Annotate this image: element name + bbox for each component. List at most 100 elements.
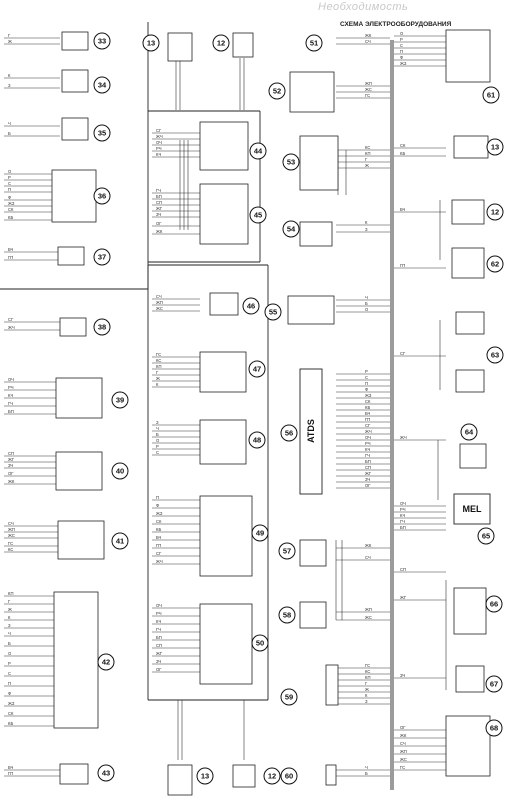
component-number: 42 — [102, 658, 110, 667]
component-box — [451, 199, 485, 225]
wire-code-label: ЖП — [8, 527, 15, 532]
wire-code-label: БП — [156, 194, 162, 199]
component-box — [445, 29, 491, 83]
component-13-bubble: 13 — [196, 767, 214, 785]
wire-code-label: СГ — [8, 317, 14, 322]
component-number: 13 — [491, 143, 499, 152]
wire-code-label: ЖС — [8, 533, 15, 538]
wire-code-label: ОГ — [400, 725, 406, 730]
wire-code-label: Г — [8, 33, 11, 38]
wire-code-label: ЖК — [8, 479, 15, 484]
wire-code-label: ГЧ — [400, 519, 405, 524]
wire-code-label: СП — [8, 451, 14, 456]
wire-code-label: СГ — [156, 551, 162, 556]
wire-code-label: ГП — [8, 255, 13, 260]
wire-code-label: КС — [156, 358, 161, 363]
component-number: 48 — [253, 436, 261, 445]
wire-code-label: РЧ — [156, 146, 162, 151]
wire-code-label: Р — [365, 369, 368, 374]
component-52-bubble: 52 — [268, 82, 286, 100]
wire-code-label: СК — [365, 399, 371, 404]
wire-code-label: К — [8, 615, 11, 620]
component-number: 41 — [116, 537, 124, 546]
component-45-bubble: 45 — [249, 206, 267, 224]
wire-code-label: П — [365, 381, 368, 386]
wire-code-label: ЖП — [365, 81, 372, 86]
wire-code-label: РЧ — [8, 385, 14, 390]
wire-code-label: КБ — [365, 405, 370, 410]
component-63-bubble: 63 — [486, 346, 504, 364]
wire-code-label: КБ — [8, 215, 13, 220]
wire-code-label: ЖК — [400, 733, 407, 738]
wire-code-label: ЖЧ — [365, 429, 372, 434]
component-box — [59, 763, 89, 785]
wire-code-label: КЧ — [365, 447, 370, 452]
component-box — [53, 591, 99, 729]
wire-code-label: КС — [365, 669, 370, 674]
component-37-bubble: 37 — [93, 248, 111, 266]
wire-code-label: Б — [8, 641, 11, 646]
wire-code-label: РЧ — [400, 507, 406, 512]
component-42-bubble: 42 — [97, 653, 115, 671]
wire-code-label: КЧ — [8, 393, 13, 398]
component-box — [299, 135, 339, 191]
component-57-bubble: 57 — [278, 542, 296, 560]
component-number: 64 — [465, 428, 474, 437]
wire-code-label: ЖП — [156, 300, 163, 305]
wire-code-label: СК — [8, 207, 14, 212]
component-box — [55, 377, 103, 419]
component-number: 63 — [491, 351, 499, 360]
component-box — [232, 764, 256, 788]
wire-code-label: ЖГ — [156, 651, 163, 656]
wire-code-label: ЗЧ — [156, 212, 161, 217]
component-number: 51 — [310, 39, 318, 48]
wire-code-label: ОГ — [156, 221, 162, 226]
component-number: 53 — [287, 158, 295, 167]
component-box — [287, 295, 335, 325]
component-box — [455, 665, 485, 693]
component-box — [167, 32, 193, 62]
component-box — [61, 69, 89, 93]
component-number: 45 — [254, 211, 262, 220]
wire-code-label: ГС — [365, 663, 370, 668]
component-13-bubble: 13 — [142, 34, 160, 52]
component-68-bubble: 68 — [485, 719, 503, 737]
wire-code-label: ЖП — [400, 749, 407, 754]
component-box — [325, 764, 337, 786]
component-number: 52 — [273, 87, 281, 96]
wire-code-label: ГП — [156, 543, 161, 548]
component-number: 47 — [253, 365, 261, 374]
wire-code-label: КП — [365, 675, 370, 680]
component-box — [199, 419, 247, 465]
wire-code-label: ЖГ — [400, 595, 407, 600]
component-box — [167, 764, 193, 796]
watermark-text: Необходимость — [318, 1, 408, 13]
wire-code-label: ЗЧ — [365, 477, 370, 482]
wire-code-label: БЧ — [400, 207, 406, 212]
wire-code-label: К — [365, 693, 368, 698]
component-box — [453, 135, 489, 159]
component-box — [232, 32, 254, 58]
component-number: 13 — [147, 39, 155, 48]
wire-code-label: РЧ — [365, 441, 371, 446]
wire-code-label: Ж — [8, 39, 12, 44]
component-number: 67 — [490, 680, 498, 689]
component-number: 40 — [116, 467, 124, 476]
wire-code-label: КП — [8, 591, 13, 596]
wire-code-label: Ч — [8, 121, 11, 126]
wire-code-label: ЖК — [365, 543, 372, 548]
wire-code-label: ГЧ — [156, 188, 161, 193]
wire-code-label: ЖЧ — [8, 325, 15, 330]
wire-code-label: ОЧ — [400, 501, 406, 506]
component-number: 46 — [247, 302, 255, 311]
component-number: 44 — [254, 147, 263, 156]
wire-code-label: ГП — [8, 771, 13, 776]
component-box — [199, 183, 249, 245]
wire-code-label: ЖЗ — [156, 511, 163, 516]
mel-label: MEL — [463, 504, 483, 514]
wire-code-label: С — [365, 375, 368, 380]
wire-code-label: Г — [8, 599, 11, 604]
wire-code-label: СЧ — [8, 521, 14, 526]
